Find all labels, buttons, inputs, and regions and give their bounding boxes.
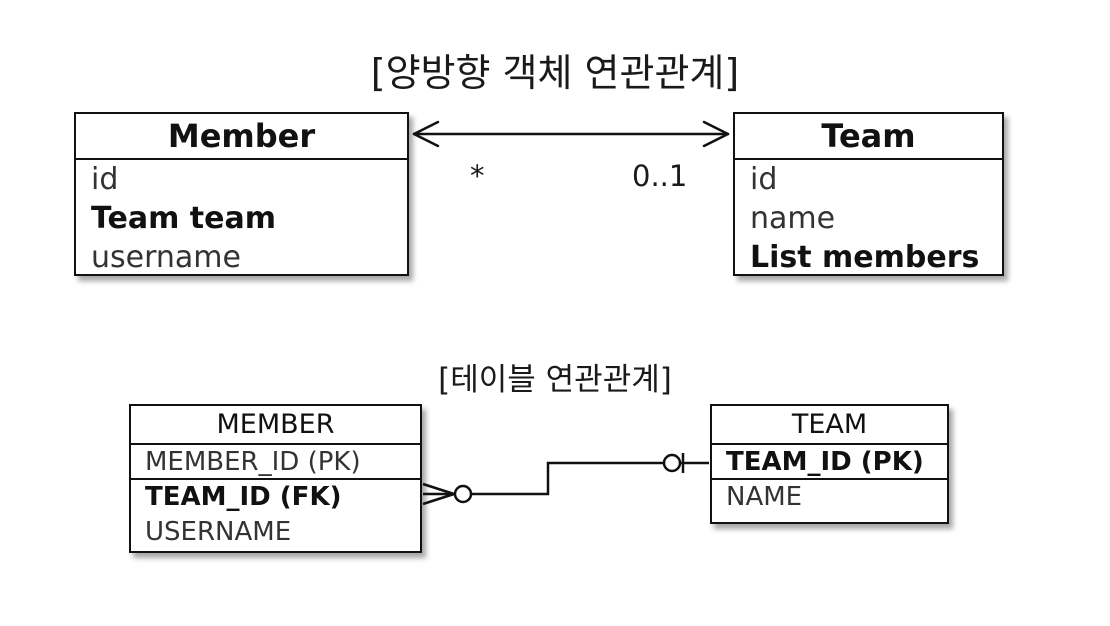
- member-table-box: MEMBER MEMBER_ID (PK) TEAM_ID (FK) USERN…: [129, 404, 422, 553]
- member-class-name: Member: [76, 114, 407, 160]
- team-table-box: TEAM TEAM_ID (PK) NAME: [710, 404, 949, 524]
- team-class-name: Team: [735, 114, 1002, 160]
- member-multiplicity-label: *: [470, 159, 485, 193]
- team-column-name: NAME: [726, 482, 803, 512]
- table-relation-title: [테이블 연관관계]: [438, 362, 672, 398]
- member-field-username: username: [91, 240, 241, 275]
- member-table-name: MEMBER: [131, 406, 420, 445]
- team-table-name: TEAM: [712, 406, 947, 445]
- member-field-id: id: [91, 162, 119, 197]
- team-field-members: List members: [750, 240, 980, 275]
- member-column-username: USERNAME: [145, 517, 292, 547]
- team-class-box: Team id name List members: [733, 112, 1004, 276]
- team-column-pk: TEAM_ID (PK): [712, 445, 947, 480]
- member-field-team: Team team: [91, 201, 276, 236]
- team-multiplicity-label: 0..1: [632, 159, 688, 193]
- object-relation-title: [양방향 객체 연관관계]: [370, 51, 740, 95]
- team-field-name: name: [750, 201, 836, 236]
- member-class-box: Member id Team team username: [74, 112, 409, 276]
- member-column-fk: TEAM_ID (FK): [145, 482, 342, 512]
- member-column-pk: MEMBER_ID (PK): [131, 445, 420, 480]
- er-relationship-line: [422, 453, 709, 506]
- bidirectional-association-arrow: [412, 120, 730, 148]
- team-field-id: id: [750, 162, 778, 197]
